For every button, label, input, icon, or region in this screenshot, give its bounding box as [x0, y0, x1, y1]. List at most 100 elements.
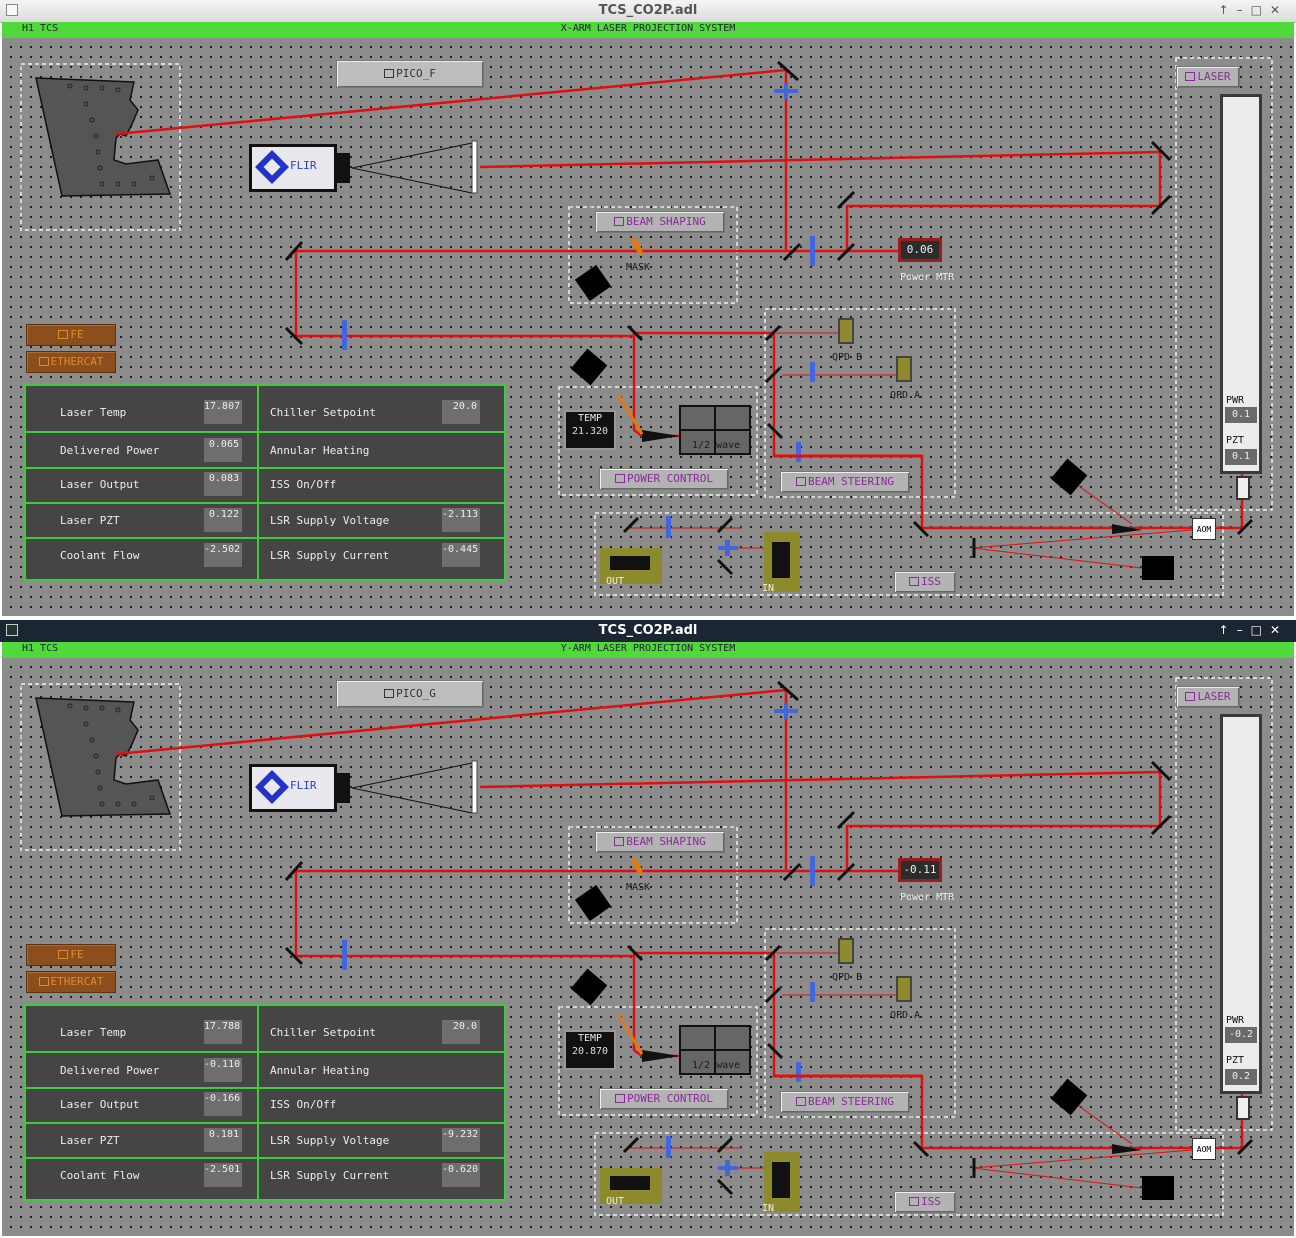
- pico-button[interactable]: PICO_F: [336, 60, 484, 88]
- table-row-label: Chiller Setpoint: [270, 406, 376, 419]
- table-rule: [26, 537, 504, 539]
- window-icon: [1185, 72, 1196, 81]
- temp-label: TEMP: [577, 413, 603, 424]
- ethercat-button[interactable]: ETHERCAT: [26, 351, 116, 373]
- fe-button[interactable]: FE: [26, 324, 116, 346]
- temp-readout: TEMP 21.320: [564, 410, 616, 450]
- table-rule: [26, 431, 504, 433]
- ethercat-button-label: ETHERCAT: [50, 355, 104, 368]
- window-controls: ↑–□✕: [1219, 623, 1288, 637]
- header-left: H1 TCS: [22, 23, 59, 34]
- pzt-value: 0.1: [1225, 449, 1257, 465]
- beam-dumps: [570, 884, 1088, 1116]
- beam-dump-block: [1142, 556, 1174, 580]
- x-arm-window: TCS_CO2P.adl ↑–□✕ H1 TCS X-ARM LASER PRO…: [0, 0, 1296, 618]
- minimize-icon[interactable]: –: [1236, 623, 1251, 637]
- table-row-label: LSR Supply Current: [270, 549, 390, 562]
- iss-button[interactable]: ISS: [894, 1191, 956, 1213]
- power-meter-label: Power MTR: [900, 272, 955, 283]
- table-row-label: LSR Supply Voltage: [270, 1134, 390, 1147]
- table-row-value: -0.445: [442, 543, 480, 567]
- beam-shaping-button[interactable]: BEAM SHAPING: [595, 831, 725, 853]
- laser-button-label: LASER: [1197, 70, 1231, 83]
- maximize-icon[interactable]: □: [1250, 623, 1270, 637]
- out-connector: [600, 1168, 662, 1204]
- table-row-value: -0.166: [204, 1092, 242, 1116]
- beam-shaping-button[interactable]: BEAM SHAPING: [595, 211, 725, 233]
- pico-button[interactable]: PICO_G: [336, 680, 484, 708]
- table-divider: [257, 386, 259, 579]
- laser-button[interactable]: LASER: [1176, 66, 1240, 88]
- table-row-label: Laser Temp: [60, 406, 127, 419]
- close-icon[interactable]: ✕: [1269, 623, 1288, 637]
- maximize-icon[interactable]: □: [1250, 3, 1270, 17]
- beam-steering-button[interactable]: BEAM STEERING: [780, 1091, 910, 1113]
- minimize-icon[interactable]: –: [1236, 3, 1251, 17]
- pico-button-label: PICO_F: [396, 67, 436, 80]
- mirror-plate-icon: [35, 77, 172, 197]
- laser-nozzle: [1236, 476, 1250, 500]
- fe-button-label: FE: [70, 328, 84, 341]
- qpd-a-icon: [896, 356, 912, 382]
- iss-button[interactable]: ISS: [894, 571, 956, 593]
- laser-button[interactable]: LASER: [1176, 686, 1240, 708]
- qpd-b-label: QPD B: [832, 352, 863, 363]
- table-row-label: Coolant Flow: [60, 1169, 140, 1182]
- table-row-label: Laser Output: [60, 1098, 140, 1111]
- table-row-value: 0.181: [204, 1128, 242, 1152]
- pzt-label: PZT: [1226, 1055, 1245, 1066]
- beam-dumps: [570, 264, 1088, 496]
- table-row-value: -2.113: [442, 508, 480, 532]
- half-wave-plate: [679, 405, 751, 455]
- table-rule: [26, 1122, 504, 1124]
- table-row-label: Coolant Flow: [60, 549, 140, 562]
- table-row-value: 17.807: [204, 400, 242, 424]
- power-meter-label: Power MTR: [900, 892, 955, 903]
- power-control-box: [558, 386, 758, 496]
- close-icon[interactable]: ✕: [1269, 3, 1288, 17]
- table-row-label: Laser PZT: [60, 1134, 120, 1147]
- maximize-up-icon[interactable]: ↑: [1218, 3, 1237, 17]
- beam-steering-label: BEAM STEERING: [807, 475, 895, 488]
- temp-readout: TEMP 20.870: [564, 1030, 616, 1070]
- table-row-label: Laser PZT: [60, 514, 120, 527]
- power-control-button[interactable]: POWER CONTROL: [599, 468, 729, 490]
- mirrors: [284, 60, 1254, 576]
- table-row-value: 20.0: [442, 1020, 480, 1044]
- table-rule: [26, 1087, 504, 1089]
- table-row-value: -9.232: [442, 1128, 480, 1152]
- temp-value: 21.320: [571, 426, 609, 437]
- in-connector: [764, 1152, 800, 1212]
- table-row-label: LSR Supply Current: [270, 1169, 390, 1182]
- app-icon: [6, 624, 18, 636]
- header-title: X-ARM LASER PROJECTION SYSTEM: [560, 23, 736, 34]
- beam-steering-button[interactable]: BEAM STEERING: [780, 471, 910, 493]
- power-control-label: POWER CONTROL: [626, 1092, 714, 1105]
- out-connector-pins: [610, 556, 650, 570]
- iss-box: [594, 1132, 1224, 1216]
- optics-canvas: PICO_G FLIR BEAM SHAPING MASK -0.11 Powe…: [2, 658, 1294, 1236]
- beam-steering-label: BEAM STEERING: [807, 1095, 895, 1108]
- ethercat-button[interactable]: ETHERCAT: [26, 971, 116, 993]
- window-icon: [909, 1197, 920, 1206]
- power-control-button[interactable]: POWER CONTROL: [599, 1088, 729, 1110]
- laser-tube: PWR -0.2 PZT 0.2: [1220, 714, 1262, 1094]
- arrow-power: [642, 1050, 680, 1062]
- flir-camera: FLIR: [249, 764, 350, 812]
- iss-button-label: ISS: [921, 1195, 941, 1208]
- table-row-label: ISS On/Off: [270, 1098, 337, 1111]
- pwr-label: PWR: [1226, 395, 1245, 406]
- laser-button-label: LASER: [1197, 690, 1231, 703]
- flir-logo-icon: [255, 150, 289, 184]
- header-left: H1 TCS: [22, 643, 59, 654]
- table-row-value: -2.501: [204, 1163, 242, 1187]
- maximize-up-icon[interactable]: ↑: [1218, 623, 1237, 637]
- iss-box: [594, 512, 1224, 596]
- power-meter-readout: -0.11: [898, 858, 942, 882]
- temp-value: 20.870: [571, 1046, 609, 1057]
- power-control-box: [558, 1006, 758, 1116]
- window-title: TCS_CO2P.adl: [598, 623, 698, 638]
- table-rule: [26, 467, 504, 469]
- fe-button[interactable]: FE: [26, 944, 116, 966]
